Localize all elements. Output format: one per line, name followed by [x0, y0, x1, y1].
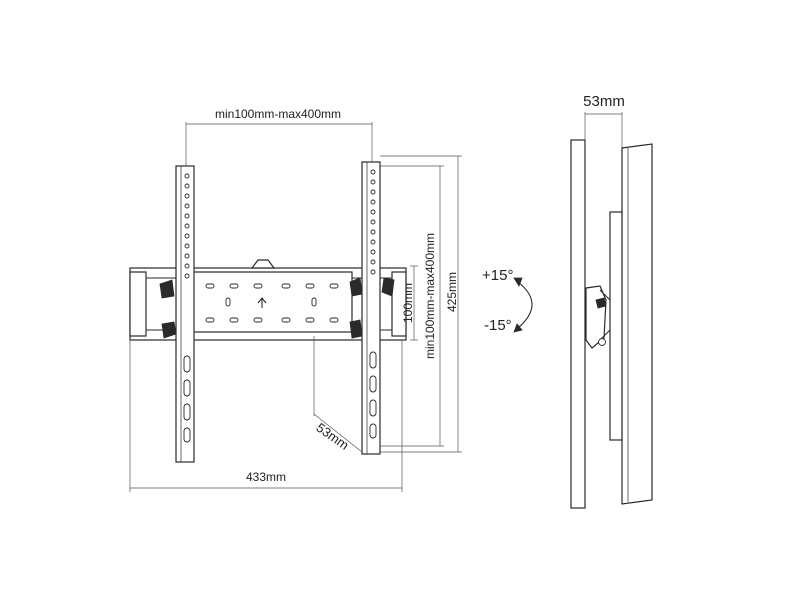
tv-panel-side: [621, 143, 653, 505]
wall-section: [570, 139, 586, 509]
dim-depth-front: [313, 336, 363, 453]
right-arm-holes: [369, 169, 377, 439]
dim-total-height: [380, 155, 462, 453]
right-inner-lower-knob: [349, 319, 363, 339]
tilt-up-label: +15°: [482, 267, 513, 284]
depth-front-label: 53mm: [313, 420, 351, 453]
total-height-label: 425mm: [445, 272, 459, 312]
right-inner-upper-knob: [349, 277, 363, 297]
tilt-up-arrow-icon: [513, 277, 523, 287]
bubble-level: [250, 259, 276, 269]
dim-vesa-height: [380, 165, 444, 447]
vesa-height-label: min100mm-max400mm: [423, 233, 437, 359]
left-end-cap: [129, 271, 147, 337]
total-width-label: 433mm: [246, 470, 286, 484]
right-vertical-arm: [349, 161, 395, 455]
left-upper-knob: [159, 279, 175, 299]
side-view: [570, 112, 653, 509]
dim-total-width: [129, 340, 403, 492]
left-vertical-arm: [159, 165, 195, 463]
vesa-width-label: min100mm-max400mm: [215, 107, 341, 121]
tilt-arc: [517, 281, 533, 329]
side-knob: [595, 297, 607, 309]
right-end-cap: [391, 271, 407, 337]
depth-side-label: 53mm: [583, 93, 625, 110]
tilt-down-label: -15°: [484, 317, 512, 334]
tilt-pivot: [598, 338, 606, 346]
tilt-down-arrow-icon: [513, 323, 523, 333]
left-arm-holes: [183, 173, 191, 443]
right-upper-knob: [381, 277, 395, 297]
dim-depth-side: [584, 112, 623, 148]
left-lower-knob: [161, 321, 177, 339]
wall-plate-center-panel: [191, 271, 353, 333]
tv-arm-side: [609, 211, 623, 441]
dim-min-height: [410, 265, 418, 341]
front-view: min100mm-max400mm 433mm 53mm 100mm min10…: [129, 107, 462, 492]
dim-vesa-width: [185, 122, 373, 166]
up-arrow-icon: [257, 297, 267, 308]
wall-plate-slots: [205, 283, 339, 323]
min-height-label: 100mm: [401, 283, 415, 323]
tilt-indicator: [513, 277, 533, 333]
